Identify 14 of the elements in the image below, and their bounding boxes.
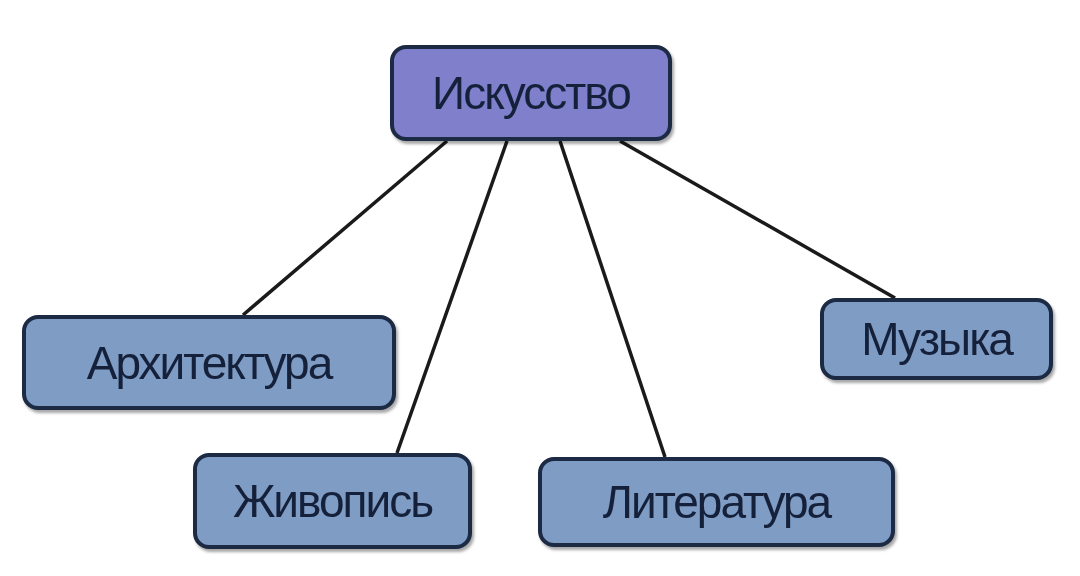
category-box — [193, 453, 472, 549]
node-label: Архитектура — [86, 335, 332, 390]
category-box — [22, 315, 396, 410]
category-box — [538, 457, 895, 547]
connector-line — [241, 139, 449, 317]
node-label: Литература — [602, 475, 831, 529]
root-box — [390, 45, 672, 141]
node-label: Живопись — [232, 474, 433, 528]
node-label: Музыка — [861, 312, 1012, 366]
connector-line — [619, 139, 896, 300]
node-label: Искусство — [432, 66, 630, 120]
category-box — [820, 298, 1053, 380]
connector-line — [395, 140, 509, 454]
connector-line — [558, 140, 667, 458]
